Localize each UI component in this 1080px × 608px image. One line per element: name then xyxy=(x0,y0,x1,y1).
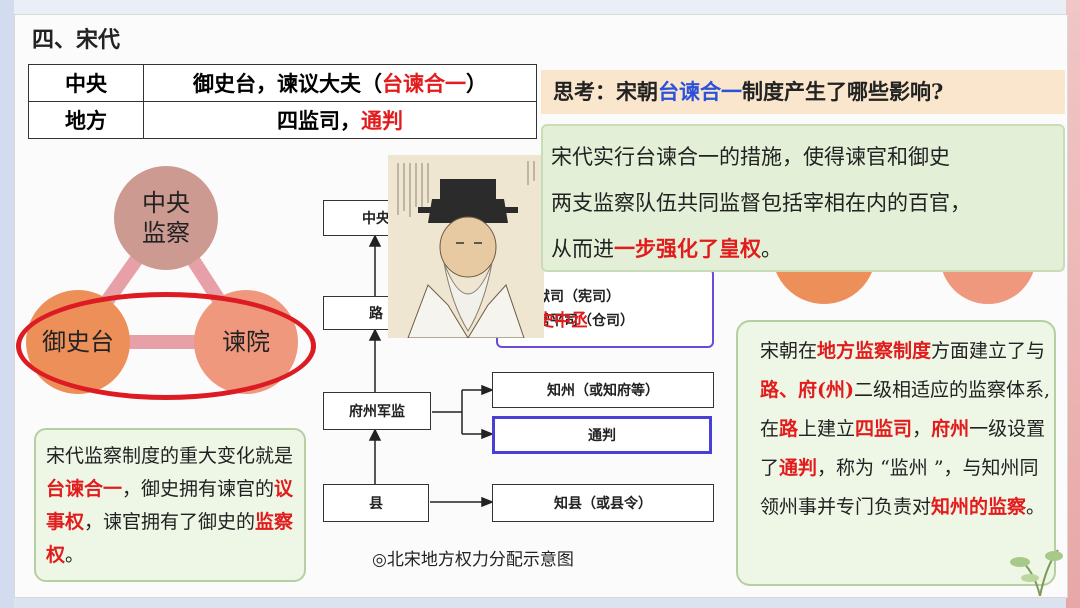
answer-text: 从而进 xyxy=(551,237,614,261)
note-highlight: 府州 xyxy=(931,418,970,440)
answer-line: 从而进一步强化了皇权。 xyxy=(551,226,1063,272)
note-highlight: 台谏合一 xyxy=(46,478,123,500)
note-text: 宋代监察制度的重大变化就是 xyxy=(46,445,294,467)
think-highlight: 台谏合一 xyxy=(658,79,742,104)
think-suffix: 制度产生了哪些影响? xyxy=(742,79,944,104)
note-text: ，御史拥有谏官的 xyxy=(122,478,275,500)
level-label: 府州军监 xyxy=(349,404,405,420)
level-label: 县 xyxy=(369,496,383,512)
county-office-zhixian: 知县（或县令） xyxy=(492,484,714,522)
value-text: 四监司， xyxy=(277,108,361,133)
answer-highlight: 一步强化了皇权 xyxy=(614,236,761,261)
think-prefix: 思考：宋朝 xyxy=(553,79,658,104)
circle-label: 中央监察 xyxy=(142,189,190,247)
note-text: 。 xyxy=(1026,496,1046,518)
value-highlight: 台谏合一 xyxy=(382,71,466,96)
note-text: 宋朝在 xyxy=(760,340,818,362)
note-text: 方面建立了与 xyxy=(931,340,1046,362)
value-highlight: 通判 xyxy=(361,108,403,133)
row-value: 四监司，通判 xyxy=(143,101,537,139)
right-border xyxy=(1066,0,1080,608)
note-text: ，谏官拥有了御史的 xyxy=(84,511,256,533)
value-tail: ） xyxy=(466,71,487,96)
row-key: 中央 xyxy=(28,64,144,102)
note-highlight: 地方监察制度 xyxy=(817,340,932,362)
level-label: 路 xyxy=(369,306,383,322)
left-border xyxy=(0,0,14,608)
note-text: ， xyxy=(912,418,932,440)
note-highlight: 监察权 xyxy=(46,511,294,566)
highlight-oval xyxy=(16,292,316,400)
think-question: 思考：宋朝台谏合一制度产生了哪些影响? xyxy=(541,70,1065,114)
note-highlight: 四监司 xyxy=(855,418,913,440)
note-text: 一级设置了 xyxy=(760,418,1046,479)
row-key: 地方 xyxy=(28,101,144,139)
note-highlight: 知州的监察 xyxy=(931,496,1027,518)
diagram-caption: ◎北宋地方权力分配示意图 xyxy=(372,550,574,570)
prefecture-office-zhizhou: 知州（或知府等） xyxy=(492,372,714,408)
note-highlight: 议事权 xyxy=(46,478,294,533)
prefecture-office-tongpan: 通判 xyxy=(492,416,712,454)
note-text: 二级相适应的监察体系,在 xyxy=(760,379,1051,440)
office-label: 通判 xyxy=(588,428,616,444)
office-label: 知州（或知府等） xyxy=(547,383,659,399)
note-text: 上建立 xyxy=(798,418,856,440)
note-highlight: 路 xyxy=(779,418,799,440)
answer-line: 两支监察队伍共同监督包括宰相在内的百官， xyxy=(551,191,971,215)
note-right: 宋朝在地方监察制度方面建立了与路、府(州)二级相适应的监察体系,在路上建立四监司… xyxy=(736,320,1056,586)
plant-decoration xyxy=(1010,549,1063,596)
level-county: 县 xyxy=(323,484,429,522)
table-row: 地方 四监司，通判 xyxy=(28,101,537,139)
note-highlight: 路、府(州) xyxy=(760,379,854,401)
level-label: 中央 xyxy=(362,211,390,227)
value-text: 御史台，谏议大夫（ xyxy=(193,71,382,96)
office-label: 知县（或县令） xyxy=(554,496,652,512)
section-title: 四、宋代 xyxy=(32,27,121,53)
answer-tail: 。 xyxy=(761,237,782,261)
central-supervision-circle: 中央监察 xyxy=(114,166,218,270)
note-left: 宋代监察制度的重大变化就是台谏合一，御史拥有谏官的议事权，谏官拥有了御史的监察权… xyxy=(34,428,306,582)
level-prefecture: 府州军监 xyxy=(323,392,431,430)
portrait-illustration xyxy=(388,155,544,338)
note-highlight: 通判 xyxy=(779,457,818,479)
note-text: 。 xyxy=(65,544,85,566)
answer-box: 宋代实行台谏合一的措施，使得谏官和御史 两支监察队伍共同监督包括宰相在内的百官，… xyxy=(541,124,1065,272)
note-text: ，称为 “监州 ”，与知州同领州事并专门负责对 xyxy=(760,457,1039,518)
answer-line: 宋代实行台谏合一的措施，使得谏官和御史 xyxy=(551,145,950,169)
summary-table: 中央 御史台，谏议大夫（台谏合一） 地方 四监司，通判 xyxy=(28,64,537,139)
